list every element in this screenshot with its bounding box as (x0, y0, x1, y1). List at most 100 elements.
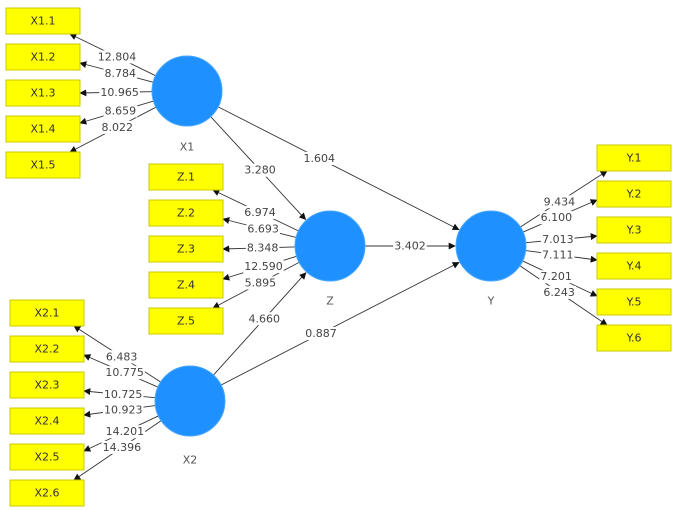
loading-label-z-2-bg (246, 222, 280, 236)
path-edge-x2-to-y (220, 262, 460, 386)
loading-label-x2-3-bg (102, 388, 144, 402)
loading-label-z-5-bg (243, 276, 278, 290)
latent-circle[interactable] (154, 365, 226, 437)
indicator-z-3[interactable]: Z.3 (148, 235, 224, 263)
indicator-z-4[interactable]: Z.4 (148, 271, 224, 299)
indicator-x2-6[interactable]: X2.6 (9, 479, 85, 507)
indicator-label: Z.2 (177, 207, 195, 220)
indicator-x2-3[interactable]: X2.3 (9, 371, 85, 399)
loading-label-x1-3: 10.965 (99, 85, 140, 99)
indicator-x1-3[interactable]: X1.3 (5, 79, 81, 107)
indicator-z-5[interactable]: Z.5 (148, 307, 224, 335)
indicator-box[interactable] (148, 271, 224, 299)
path-label-x2-to-y-text: 0.887 (305, 327, 337, 340)
path-edge-x1-to-y (217, 106, 460, 231)
loading-label-x1-4-text: 8.659 (105, 104, 137, 117)
indicator-x2-4[interactable]: X2.4 (9, 407, 85, 435)
indicator-box[interactable] (596, 216, 672, 244)
indicator-label: Z.1 (177, 171, 195, 184)
loading-label-x2-2: 10.775 (104, 366, 145, 380)
indicator-box[interactable] (9, 299, 85, 327)
indicator-box[interactable] (596, 144, 672, 172)
indicator-box[interactable] (9, 371, 85, 399)
latent-label: Z (326, 295, 334, 308)
indicator-y-1[interactable]: Y.1 (596, 144, 672, 172)
latent-y[interactable]: Y (455, 210, 527, 308)
indicator-box[interactable] (596, 180, 672, 208)
indicator-y-4[interactable]: Y.4 (596, 252, 672, 280)
loading-label-y-4: 7.111 (541, 248, 575, 262)
loading-label-x1-1-text: 12.804 (98, 50, 137, 63)
indicator-x2-2[interactable]: X2.2 (9, 335, 85, 363)
indicator-box[interactable] (148, 235, 224, 263)
indicator-z-2[interactable]: Z.2 (148, 199, 224, 227)
indicator-box[interactable] (596, 324, 672, 352)
loading-label-z-4: 12.590 (243, 260, 284, 274)
loading-label-z-5-text: 5.895 (245, 276, 277, 289)
indicator-y-6[interactable]: Y.6 (596, 324, 672, 352)
indicator-box[interactable] (5, 151, 81, 179)
indicator-label: X1.4 (30, 123, 55, 136)
loading-label-x1-2-bg (103, 67, 137, 81)
path-label-x2-to-z-bg (247, 312, 282, 326)
loading-label-z-3: 8.348 (245, 241, 280, 255)
latent-circle[interactable] (455, 210, 527, 282)
loading-label-y-6-text: 6.243 (543, 286, 575, 299)
latent-x2[interactable]: X2 (154, 365, 226, 467)
indicator-box[interactable] (596, 252, 672, 280)
indicator-label: Y.6 (626, 332, 642, 345)
loading-label-z-5: 5.895 (243, 276, 278, 290)
indicator-box[interactable] (9, 443, 85, 471)
loading-label-z-3-bg (245, 241, 280, 255)
loading-label-y-1-text: 9.434 (544, 195, 576, 208)
loading-label-x2-1-text: 6.483 (106, 350, 138, 363)
loading-label-z-2: 6.693 (246, 222, 280, 236)
indicator-z-1[interactable]: Z.1 (148, 163, 224, 191)
loading-label-y-2: 6.100 (539, 211, 574, 225)
indicator-x2-1[interactable]: X2.1 (9, 299, 85, 327)
indicator-box[interactable] (5, 7, 81, 35)
indicator-box[interactable] (5, 115, 81, 143)
indicator-y-5[interactable]: Y.5 (596, 288, 672, 316)
indicator-box[interactable] (148, 307, 224, 335)
loading-label-x1-3-bg (99, 85, 140, 99)
loading-label-x2-5: 14.201 (104, 425, 146, 439)
indicator-x2-5[interactable]: X2.5 (9, 443, 85, 471)
latent-label: X2 (183, 454, 198, 467)
latent-circle[interactable] (151, 55, 223, 127)
path-label-x1-to-y-text: 1.604 (304, 152, 336, 165)
indicator-label: Y.1 (626, 152, 642, 165)
loading-label-x1-4: 8.659 (103, 104, 138, 118)
path-label-x2-to-z: 4.660 (247, 312, 282, 326)
indicator-y-2[interactable]: Y.2 (596, 180, 672, 208)
indicator-x1-5[interactable]: X1.5 (5, 151, 81, 179)
indicator-box[interactable] (148, 163, 224, 191)
loading-label-x1-2-text: 8.784 (104, 67, 136, 80)
indicator-box[interactable] (5, 79, 81, 107)
indicator-box[interactable] (9, 335, 85, 363)
indicator-y-3[interactable]: Y.3 (596, 216, 672, 244)
loading-label-x2-1-bg (104, 350, 139, 364)
latent-circle[interactable] (294, 210, 366, 282)
loading-label-z-2-text: 6.693 (247, 223, 279, 236)
indicator-label: Y.3 (626, 224, 642, 237)
loading-label-z-3-text: 8.348 (247, 241, 279, 254)
indicator-box[interactable] (9, 407, 85, 435)
loading-label-y-4-text: 7.111 (542, 248, 574, 261)
indicator-box[interactable] (596, 288, 672, 316)
indicator-box[interactable] (5, 43, 81, 71)
indicator-label: X2.4 (34, 415, 59, 428)
latent-x1[interactable]: X1 (151, 55, 223, 154)
indicator-x1-1[interactable]: X1.1 (5, 7, 81, 35)
latent-z[interactable]: Z (294, 210, 366, 308)
indicator-x1-4[interactable]: X1.4 (5, 115, 81, 143)
path-label-x1-to-z-text: 3.280 (244, 164, 276, 177)
indicator-box[interactable] (148, 199, 224, 227)
path-label-z-to-y-text: 3.402 (394, 240, 426, 253)
indicator-x1-2[interactable]: X1.2 (5, 43, 81, 71)
loading-label-x2-2-bg (104, 366, 145, 380)
latent-label: X1 (180, 141, 195, 154)
loading-label-x2-1: 6.483 (104, 350, 139, 364)
path-label-x1-to-y: 1.604 (302, 151, 337, 165)
indicator-box[interactable] (9, 479, 85, 507)
